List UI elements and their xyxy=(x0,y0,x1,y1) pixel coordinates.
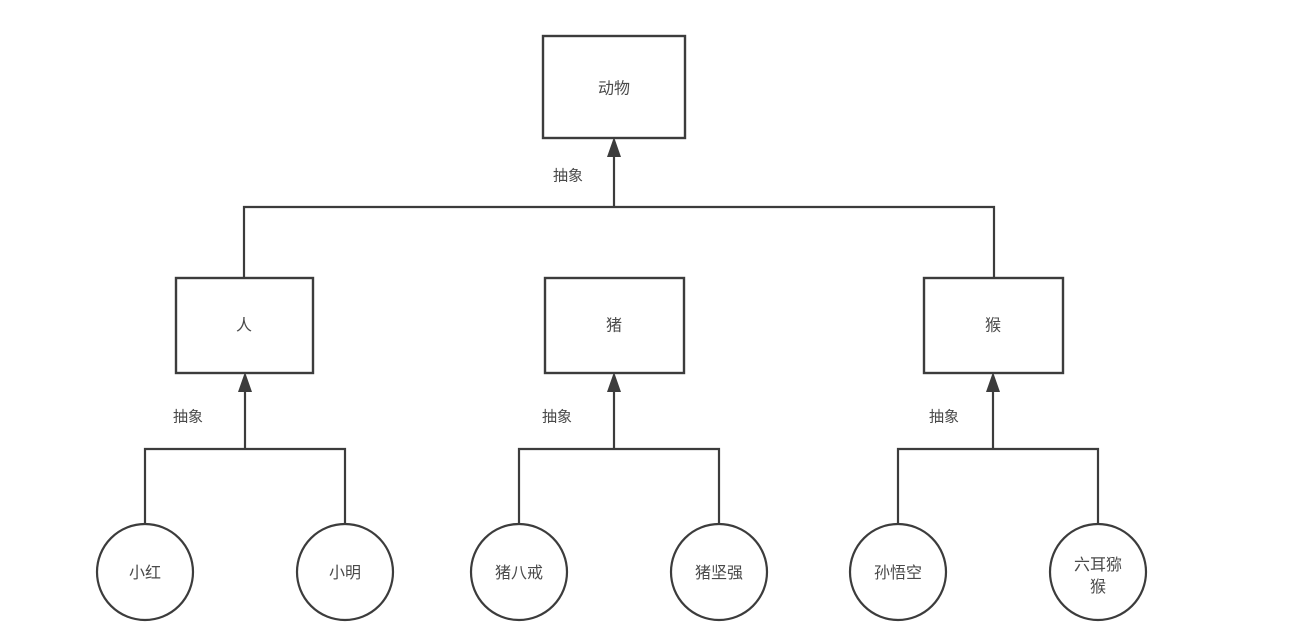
node-animal[interactable]: 动物 xyxy=(541,34,687,140)
node-monkey-label: 猴 xyxy=(985,316,1001,335)
node-xiaoming-label: 小明 xyxy=(329,563,361,582)
node-animal-label: 动物 xyxy=(598,79,630,98)
node-sunwukong-label: 孙悟空 xyxy=(874,563,922,582)
edge-group-root xyxy=(242,137,996,278)
edge-root-bus xyxy=(242,205,996,278)
edge-group-pig xyxy=(517,372,721,524)
node-zhujianqiang[interactable]: 猪坚强 xyxy=(669,522,769,622)
node-sunwukong[interactable]: 孙悟空 xyxy=(848,522,948,622)
node-xiaoming[interactable]: 小明 xyxy=(295,522,395,622)
node-animal-shape[interactable] xyxy=(541,34,687,140)
node-monkey-shape[interactable] xyxy=(922,276,1065,375)
node-human-shape[interactable] xyxy=(174,276,315,375)
edge-label-pig: 抽象 xyxy=(542,408,572,426)
node-pig-label: 猪 xyxy=(606,316,622,335)
node-zhujianqiang-label: 猪坚强 xyxy=(695,563,743,582)
node-liuermihou[interactable]: 六耳猕 猴 xyxy=(1048,522,1148,622)
node-xiaohong-shape[interactable] xyxy=(95,522,195,622)
node-zhubajie-shape[interactable] xyxy=(469,522,569,622)
node-sunwukong-shape[interactable] xyxy=(848,522,948,622)
node-pig-shape[interactable] xyxy=(543,276,686,375)
edge-label-human: 抽象 xyxy=(173,408,203,426)
edge-group-human xyxy=(143,372,347,524)
edge-monkey-bus xyxy=(896,447,1100,524)
edge-group-monkey xyxy=(896,372,1100,524)
arrowhead-pig xyxy=(607,372,621,392)
edge-label-monkey: 抽象 xyxy=(929,408,959,426)
arrowhead-monkey xyxy=(986,372,1000,392)
arrowhead-root xyxy=(607,137,621,157)
node-human[interactable]: 人 xyxy=(174,276,315,375)
node-liuermihou-label-line1: 六耳猕 xyxy=(1074,555,1122,574)
node-zhubajie-label: 猪八戒 xyxy=(495,563,543,582)
node-xiaohong-label: 小红 xyxy=(129,563,161,582)
node-human-label: 人 xyxy=(236,316,252,335)
node-zhubajie[interactable]: 猪八戒 xyxy=(469,522,569,622)
node-monkey[interactable]: 猴 xyxy=(922,276,1065,375)
edge-pig-bus xyxy=(517,447,721,524)
edge-human-bus xyxy=(143,447,347,524)
node-pig[interactable]: 猪 xyxy=(543,276,686,375)
node-xiaohong[interactable]: 小红 xyxy=(95,522,195,622)
node-liuermihou-label-line2: 猴 xyxy=(1090,577,1106,596)
arrowhead-human xyxy=(238,372,252,392)
edge-label-root: 抽象 xyxy=(553,167,583,185)
node-xiaoming-shape[interactable] xyxy=(295,522,395,622)
node-zhujianqiang-shape[interactable] xyxy=(669,522,769,622)
node-liuermihou-shape[interactable] xyxy=(1048,522,1148,622)
